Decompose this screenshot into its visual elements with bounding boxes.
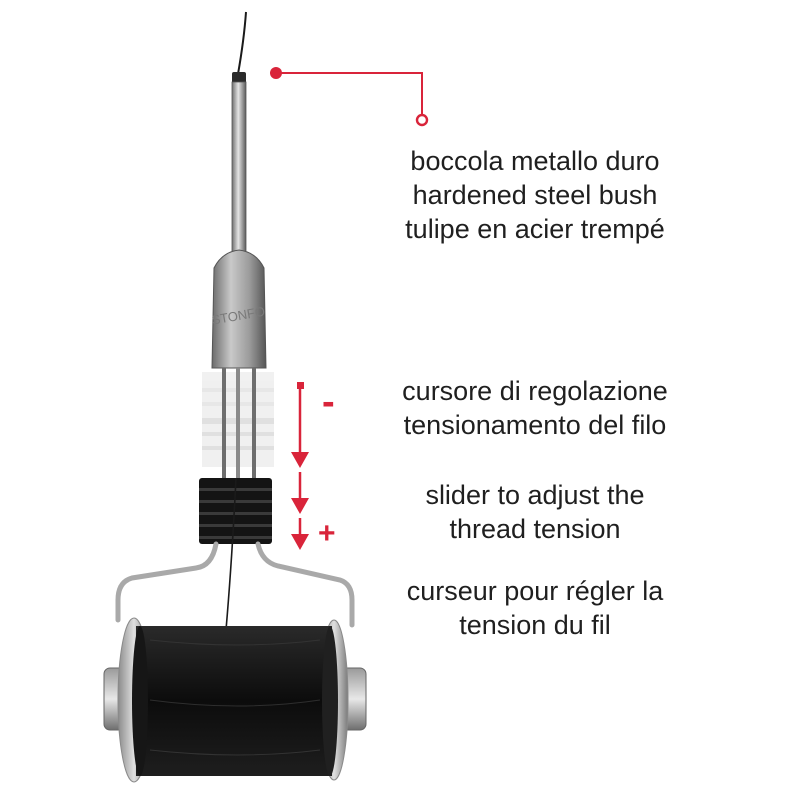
slider-label-it-line1: cursore di regolazione — [402, 376, 668, 406]
wire-arm-left — [115, 541, 219, 623]
slider-label-it-line2: tensionamento del filo — [403, 410, 667, 440]
slider-label-fr-line2: tension du fil — [459, 610, 611, 640]
slider-label-en-line1: slider to adjust the — [425, 480, 645, 510]
steel-bush-label-fr: tulipe en acier trempé — [405, 214, 665, 244]
slider-label-fr-line1: curseur pour régler la — [406, 576, 664, 606]
slider-label-fr: curseur pour régler la tension du fil — [360, 574, 710, 642]
guide-rod-right — [252, 368, 256, 480]
tension-minus-sign: - — [322, 381, 335, 423]
guide-rod-center — [236, 368, 240, 480]
thread-top — [237, 11, 247, 75]
tension-arrows — [291, 382, 309, 550]
steel-bush-label-it: boccola metallo duro — [410, 146, 660, 176]
thread-down — [225, 477, 237, 631]
slider-label-en-line2: thread tension — [449, 514, 621, 544]
holder-head — [211, 249, 267, 369]
bush-callout-leader — [270, 67, 429, 127]
slider-label-en: slider to adjust the thread tension — [360, 478, 710, 546]
wire-arm-right — [255, 541, 355, 628]
guide-rod-left — [222, 368, 226, 480]
tension-plus-sign: + — [318, 517, 336, 550]
thread-spool — [103, 617, 367, 783]
steel-bush-label: boccola metallo duro hardened steel bush… — [370, 144, 700, 246]
steel-bush-tip — [232, 72, 246, 84]
tube — [231, 81, 247, 255]
steel-bush-label-en: hardened steel bush — [412, 180, 658, 210]
slider-label-it: cursore di regolazione tensionamento del… — [360, 374, 710, 442]
